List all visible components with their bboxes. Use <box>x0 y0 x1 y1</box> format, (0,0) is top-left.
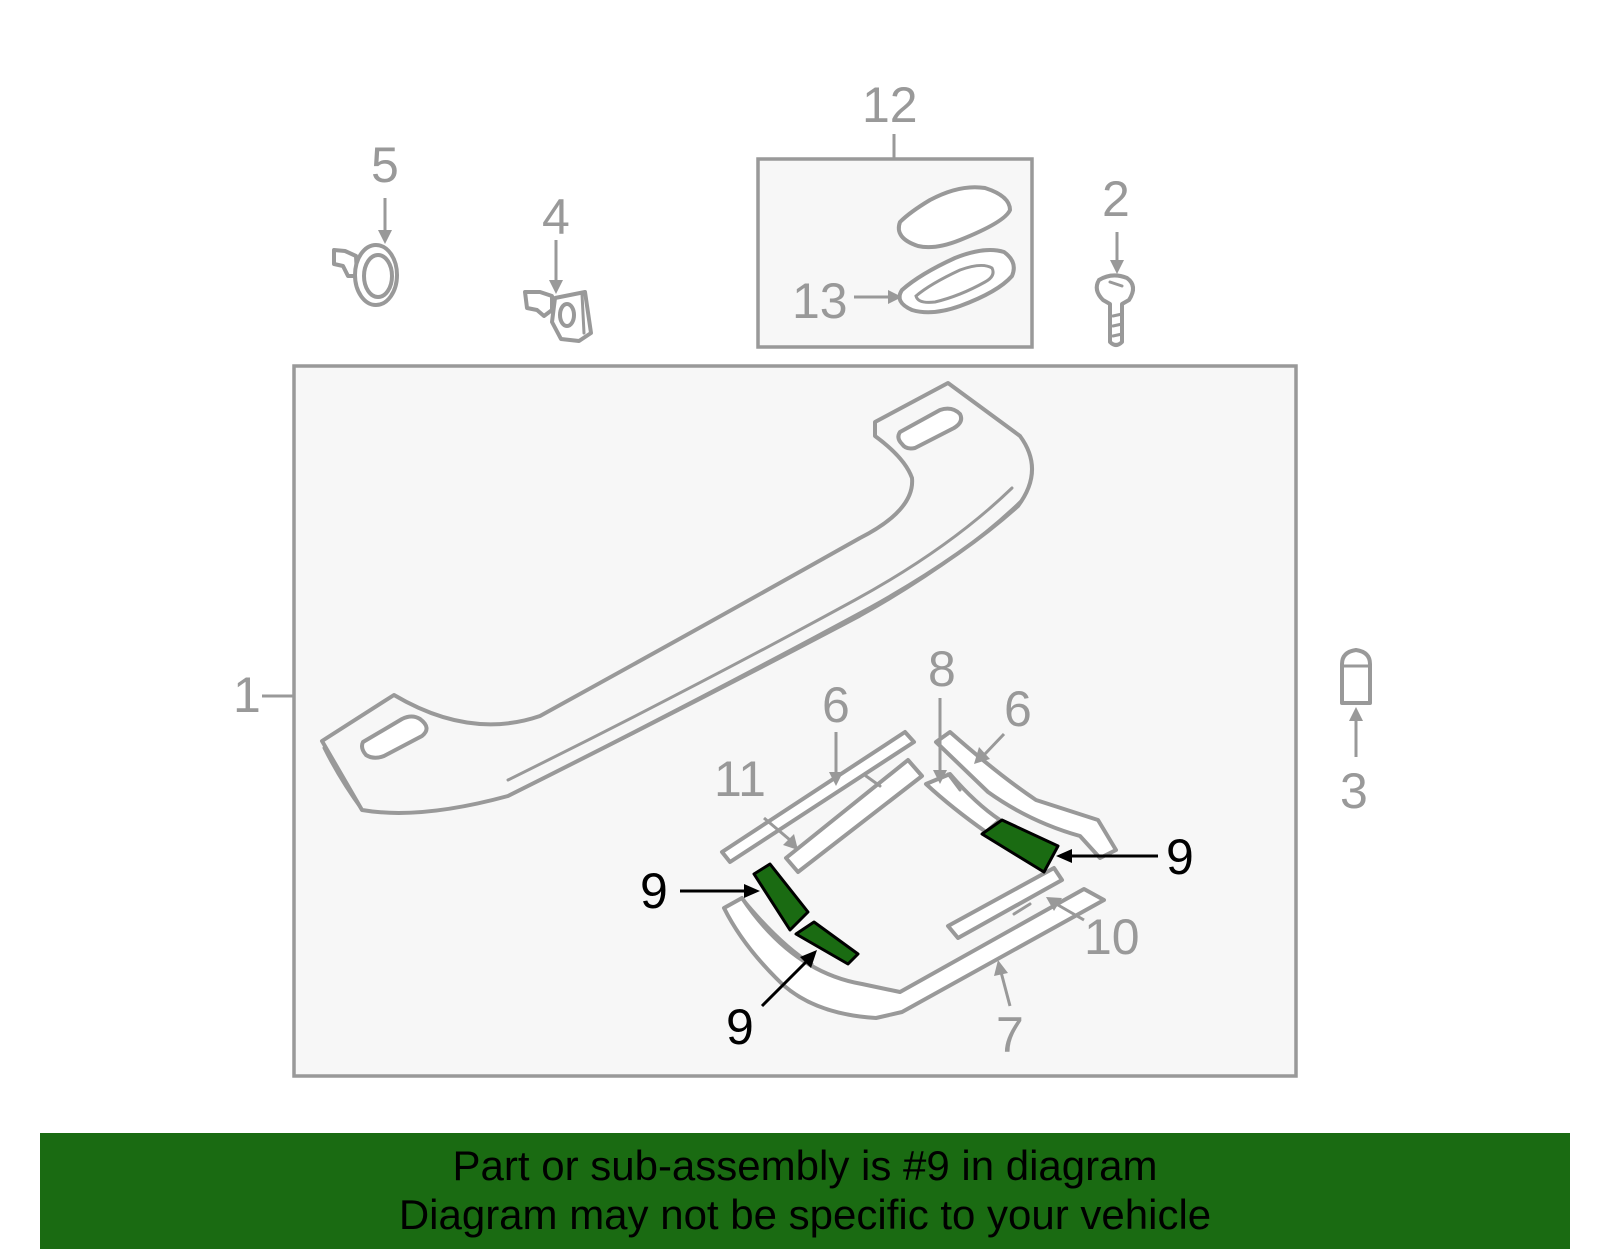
callout-4: 4 <box>542 189 570 245</box>
callout-1: 1 <box>233 667 261 723</box>
callout-6-right: 6 <box>1004 681 1032 737</box>
screw-part-2 <box>1094 232 1135 347</box>
banner-line-2: Diagram may not be specific to your vehi… <box>398 1191 1212 1238</box>
callout-11: 11 <box>714 751 766 807</box>
callout-9-right: 9 <box>1166 829 1194 885</box>
callout-3: 3 <box>1340 763 1368 819</box>
callout-6-left: 6 <box>822 677 850 733</box>
callout-7: 7 <box>996 1007 1024 1063</box>
banner-line-1: Part or sub-assembly is #9 in diagram <box>452 1142 1158 1189</box>
callout-5: 5 <box>371 137 399 193</box>
callout-9-bottom: 9 <box>726 999 754 1055</box>
callout-10: 10 <box>1084 909 1140 965</box>
callout-12: 12 <box>862 77 918 133</box>
cap-part-3 <box>1340 648 1372 757</box>
callout-13: 13 <box>792 273 848 329</box>
grip-handle-part-1 <box>320 381 1034 815</box>
lens-part-12 <box>896 185 1012 250</box>
callout-8: 8 <box>928 641 956 697</box>
clip-part-4 <box>523 240 593 343</box>
callout-9-left: 9 <box>640 863 668 919</box>
callout-2: 2 <box>1102 171 1130 227</box>
clip-part-5 <box>332 198 399 307</box>
pad-part-9 <box>752 818 1060 966</box>
housing-part-13 <box>897 248 1016 315</box>
info-banner: Part or sub-assembly is #9 in diagram Di… <box>40 1133 1570 1249</box>
